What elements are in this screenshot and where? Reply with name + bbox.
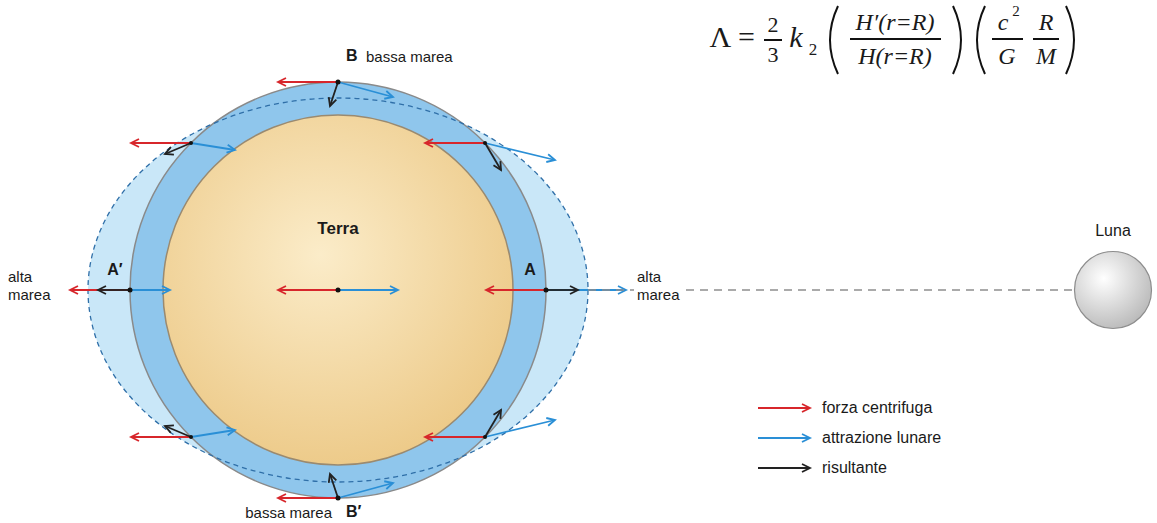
formula-term: R [1039,10,1054,34]
legend-sample [758,407,810,409]
moon-node: Luna [1073,250,1153,330]
bracket [977,6,985,74]
formula-term: H(r=R) [858,44,932,68]
resultant-arrows [98,82,578,498]
ocean-layer [130,82,546,498]
node-text: Luna [1095,223,1131,239]
formula-term: c [998,10,1009,34]
fraction-bar [992,38,1023,40]
legend-sample [758,437,810,439]
legend-sample [758,467,810,469]
fraction-bar [1033,38,1059,40]
earth-node: Terra [88,82,588,498]
formula-subscript: 2 [809,41,818,58]
point-letter: A [524,262,536,278]
formula-term: H′(r=R) [856,10,935,34]
point-letter: B [346,48,358,64]
bracket [830,6,838,74]
lunar-attraction-arrows [130,82,626,498]
point-letter: A′ [107,262,122,278]
tide-label: bassa marea [245,505,332,520]
fraction-bar [850,38,941,40]
point-letter: B′ [346,504,361,520]
legend-text: forza centrifuga [822,400,932,416]
bracket [1066,6,1074,74]
formula-symbols [764,6,1074,74]
formula-superscript: 2 [1012,4,1020,19]
legend-text: risultante [822,460,887,476]
bulge-outline [88,98,588,482]
moon-disc [1075,252,1152,329]
formula-number: 3 [768,44,779,66]
tide-label: alta marea [634,268,683,304]
force-arrows [70,82,626,498]
moon-shape [1073,250,1153,330]
tide-label: bassa marea [366,49,453,64]
node-text: Terra [317,220,358,237]
bracket [953,6,961,74]
formula-number: 2 [768,14,779,36]
surface-points [128,80,549,501]
tide-label: alta marea [8,268,51,304]
legend-samples [758,408,810,468]
formula-term: M [1036,44,1056,68]
formula-term: k [789,22,802,52]
legend-text: attrazione lunare [822,430,941,446]
tidal-bulge [88,98,588,482]
earth-body [163,115,513,465]
fraction-bar [764,39,782,41]
formula-term: Λ = [710,22,755,52]
formula-term: G [998,44,1015,68]
centrifugal-arrows [70,82,546,498]
